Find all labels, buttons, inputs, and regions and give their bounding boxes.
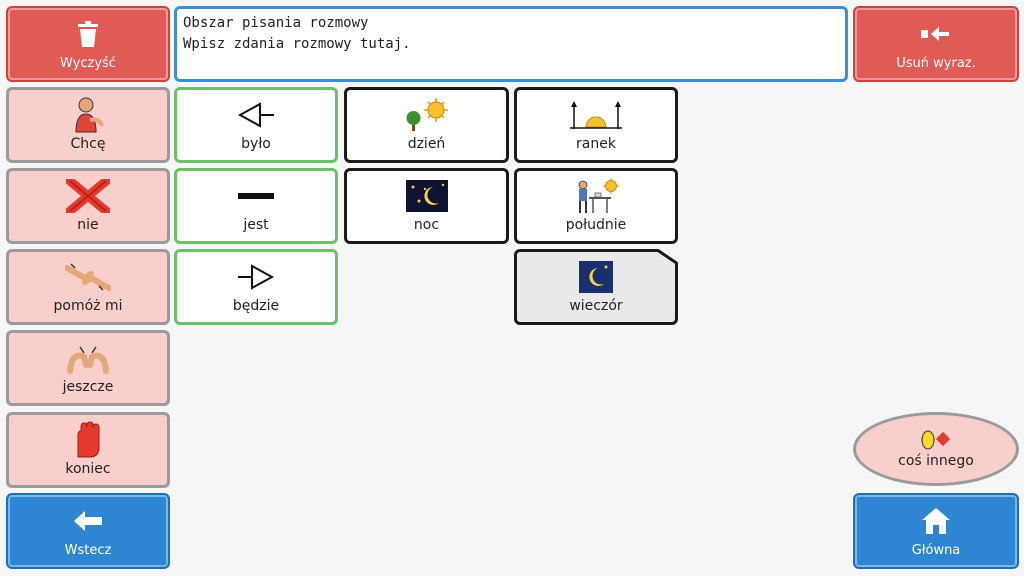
word-is-label: jest	[243, 217, 269, 233]
sunrise-icon	[517, 90, 675, 136]
folder-evening[interactable]: wieczór	[514, 249, 678, 325]
help-hands-icon	[9, 252, 167, 298]
word-night[interactable]: noc	[344, 168, 509, 244]
clear-label: Wyczyść	[60, 56, 116, 71]
word-finish-label: koniec	[65, 461, 111, 477]
back-button[interactable]: Wstecz	[6, 493, 170, 569]
word-day-label: dzień	[407, 136, 446, 152]
something-else-label: coś innego	[898, 453, 974, 469]
clear-button[interactable]: Wyczyść	[6, 6, 170, 82]
word-want-label: Chcę	[70, 136, 106, 152]
tree-sun-icon	[347, 90, 506, 136]
delete-word-button[interactable]: Usuń wyraz.	[853, 6, 1019, 82]
stop-hand-icon	[9, 415, 167, 461]
more-hands-icon	[9, 333, 167, 379]
word-more[interactable]: jeszcze	[6, 330, 170, 406]
word-was-label: było	[241, 136, 271, 152]
home-button[interactable]: Główna	[853, 493, 1019, 569]
moon-evening-icon	[517, 252, 675, 298]
future-arrow-icon	[177, 252, 335, 298]
word-morning[interactable]: ranek	[514, 87, 678, 163]
delete-word-label: Usuń wyraz.	[896, 56, 976, 71]
word-no[interactable]: nie	[6, 168, 170, 244]
word-help-me-label: pomóż mi	[53, 298, 123, 314]
word-was[interactable]: było	[174, 87, 338, 163]
something-else-button[interactable]: coś innego	[853, 412, 1019, 486]
trash-icon	[8, 8, 168, 56]
red-x-icon	[9, 171, 167, 217]
past-arrow-icon	[177, 90, 335, 136]
arrow-left-icon	[8, 495, 168, 543]
word-evening-label: wieczór	[569, 298, 623, 314]
word-want[interactable]: Chcę	[6, 87, 170, 163]
back-label: Wstecz	[64, 543, 112, 558]
present-line-icon	[177, 171, 335, 217]
shapes-icon	[919, 429, 953, 453]
word-help-me[interactable]: pomóż mi	[6, 249, 170, 325]
word-night-label: noc	[413, 217, 440, 233]
home-icon	[855, 495, 1017, 543]
word-morning-label: ranek	[576, 136, 616, 152]
word-is[interactable]: jest	[174, 168, 338, 244]
word-noon-label: południe	[565, 217, 627, 233]
word-day[interactable]: dzień	[344, 87, 509, 163]
night-sky-icon	[347, 171, 506, 217]
message-title: Obszar pisania rozmowy	[183, 15, 369, 31]
word-noon[interactable]: południe	[514, 168, 678, 244]
person-table-sun-icon	[517, 171, 675, 217]
word-no-label: nie	[77, 217, 99, 233]
person-want-icon	[9, 90, 167, 136]
home-label: Główna	[911, 543, 961, 558]
backspace-arrow-icon	[855, 8, 1017, 56]
word-will-be-label: będzie	[232, 298, 280, 314]
message-placeholder: Wpisz zdania rozmowy tutaj.	[183, 36, 411, 52]
message-area[interactable]: Obszar pisania rozmowy Wpisz zdania rozm…	[174, 6, 848, 82]
word-finish[interactable]: koniec	[6, 412, 170, 488]
word-will-be[interactable]: będzie	[174, 249, 338, 325]
word-more-label: jeszcze	[62, 379, 114, 395]
